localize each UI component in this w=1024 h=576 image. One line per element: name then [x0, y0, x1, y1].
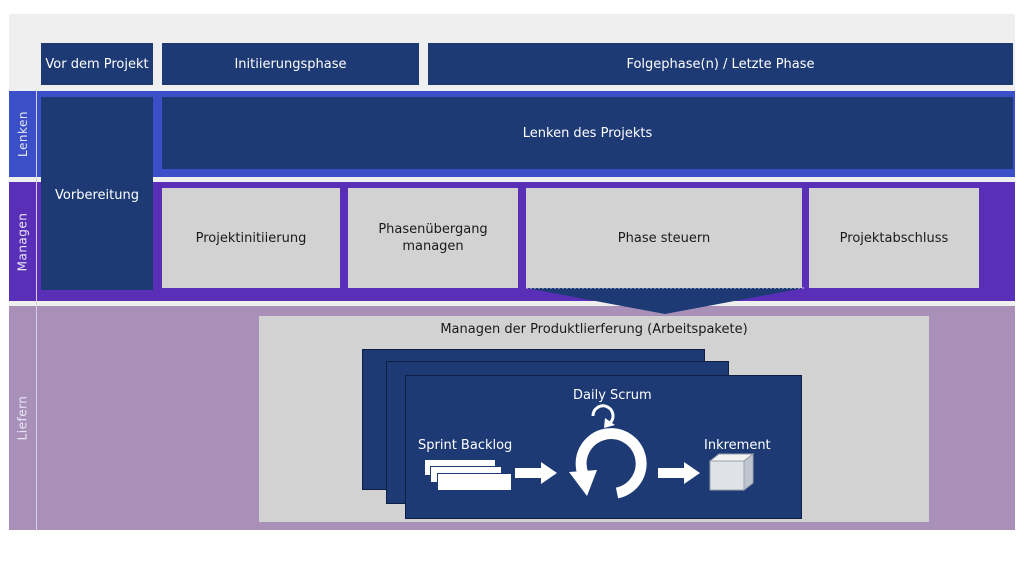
arrow-right-icon-2	[658, 462, 700, 484]
sprint-card-front	[405, 375, 802, 519]
daily-scrum-cycle-icon	[591, 404, 615, 428]
sprint-cycle-icon	[569, 428, 647, 499]
funnel-arrow	[526, 287, 804, 314]
row-label-managen-text: Managen	[15, 212, 30, 271]
delivery-title: Managen der Produktlierferung (Arbeitspa…	[440, 322, 748, 337]
sprint-backlog-label: Sprint Backlog	[418, 438, 513, 453]
phasenuebergang-box: Phasenübergang managen	[348, 188, 518, 288]
row-label-liefern: Liefern	[9, 306, 36, 530]
row-label-managen: Managen	[9, 182, 36, 301]
projektinitiierung-box: Projektinitiierung	[162, 188, 340, 288]
arrow-right-icon-1	[515, 462, 557, 484]
daily-scrum-label: Daily Scrum	[573, 388, 652, 403]
sprint-label: Sprint	[590, 456, 626, 470]
projektabschluss-box: Projektabschluss	[809, 188, 979, 288]
inkrement-cube-icon	[708, 452, 755, 492]
label-column-divider	[36, 91, 37, 530]
phase-steuern-box: Phase steuern	[526, 188, 802, 288]
backlog-doc-3	[437, 473, 512, 491]
row-label-lenken: Lenken	[9, 91, 36, 177]
phase-following: Folgephase(n) / Letzte Phase	[428, 43, 1013, 85]
vorbereitung-label: Vorbereitung	[55, 188, 139, 203]
phase-initiation: Initiierungsphase	[162, 43, 419, 85]
row-label-liefern-text: Liefern	[15, 395, 30, 441]
lenken-des-projekts-box: Lenken des Projekts	[162, 97, 1013, 169]
inkrement-label: Inkrement	[704, 438, 771, 453]
row-label-lenken-text: Lenken	[15, 111, 30, 157]
vorbereitung-box: Vorbereitung	[41, 97, 153, 290]
phase-before-project: Vor dem Projekt	[41, 43, 153, 85]
